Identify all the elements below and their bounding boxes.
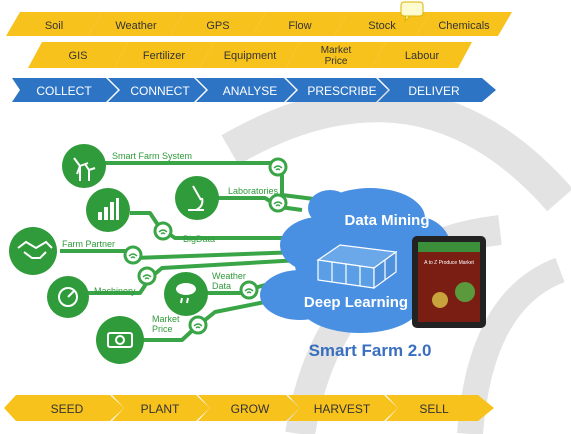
step-connect-label: CONNECT [130, 84, 190, 98]
cloud-data-mining-label: Data Mining [345, 212, 430, 229]
stage-sell-label: SELL [419, 402, 449, 416]
step-collect-label: COLLECT [36, 84, 92, 98]
step-analyse-label: ANALYSE [223, 84, 277, 98]
handshake-icon [17, 240, 53, 259]
step-analyse [196, 78, 296, 102]
node-farm-partner-label: Farm Partner [62, 239, 115, 249]
tag-labour-label: Labour [405, 50, 440, 62]
tag-market-price [286, 42, 386, 68]
stage-seed [4, 395, 124, 421]
node-bigdata: BigData [86, 188, 215, 244]
diagram-title: Smart Farm 2.0 [309, 341, 432, 360]
chat-icon[interactable] [400, 1, 424, 23]
step-collect [12, 78, 118, 102]
node-laboratories-label: Laboratories [228, 186, 279, 196]
stage-sell [386, 395, 494, 421]
wifi-icon [153, 221, 173, 241]
stage-grow-label: GROW [231, 402, 270, 416]
node-bigdata-label: BigData [183, 234, 215, 244]
wifi-icon [239, 280, 259, 300]
node-farm-partner: Farm Partner [9, 227, 115, 275]
tag-fertilizer [114, 42, 214, 68]
tag-chemicals [416, 12, 512, 36]
node-machinery-label: Machinery [94, 286, 136, 296]
step-prescribe [286, 78, 388, 102]
node-laboratories: Laboratories [175, 176, 279, 220]
tag-equipment-label: Equipment [224, 50, 277, 62]
tag-labour [372, 42, 472, 68]
wifi-icon [188, 315, 208, 335]
top-row-1: Soil Weather GPS Flow Stock Chemicals [6, 12, 512, 36]
greenhouse-icon [316, 244, 398, 290]
tag-flow [252, 12, 348, 36]
node-smart-farm-system-label: Smart Farm System [112, 151, 192, 161]
stage-plant-label: PLANT [141, 402, 180, 416]
tablet-icon: A to Z Produce Market [412, 236, 486, 328]
wind-turbine-icon [73, 157, 96, 181]
tag-gps-label: GPS [206, 20, 229, 32]
stage-harvest-label: HARVEST [314, 402, 371, 416]
stage-plant [112, 395, 210, 421]
tag-soil [6, 12, 102, 36]
tag-fertilizer-label: Fertilizer [143, 50, 186, 62]
step-deliver-label: DELIVER [408, 84, 460, 98]
step-prescribe-label: PRESCRIBE [307, 84, 376, 98]
step-connect [108, 78, 206, 102]
tag-chemicals-label: Chemicals [438, 20, 490, 32]
node-machinery: Machinery [47, 276, 136, 318]
process-row: COLLECT CONNECT ANALYSE PRESCRIBE DELIVE… [12, 78, 496, 102]
tag-flow-label: Flow [288, 20, 311, 32]
cloud-rain-icon [176, 283, 196, 304]
gauge-icon [58, 287, 78, 307]
money-icon [107, 332, 133, 348]
wifi-nodes [123, 157, 288, 335]
wifi-icon [268, 157, 288, 177]
step-deliver [378, 78, 496, 102]
wifi-icon [137, 266, 157, 286]
node-smart-farm-system: Smart Farm System [62, 144, 192, 188]
tag-gps [170, 12, 266, 36]
tablet-screen-text: A to Z Produce Market [424, 260, 474, 266]
tag-equipment [200, 42, 300, 68]
microscope-icon [188, 185, 204, 211]
wifi-icon [123, 245, 143, 265]
stage-grow [198, 395, 300, 421]
tag-gis [28, 42, 128, 68]
stage-harvest [288, 395, 398, 421]
cloud-deep-learning-label: Deep Learning [304, 294, 408, 311]
wifi-icon [268, 193, 288, 213]
tag-weather [88, 12, 184, 36]
tag-soil-label: Soil [45, 20, 63, 32]
stage-seed-label: SEED [51, 402, 84, 416]
tag-gis-label: GIS [69, 50, 88, 62]
tag-weather-label: Weather [115, 20, 157, 32]
bar-chart-icon [98, 198, 119, 220]
bottom-row: SEED PLANT GROW HARVEST SELL [4, 395, 494, 421]
tag-stock-label: Stock [368, 20, 396, 32]
